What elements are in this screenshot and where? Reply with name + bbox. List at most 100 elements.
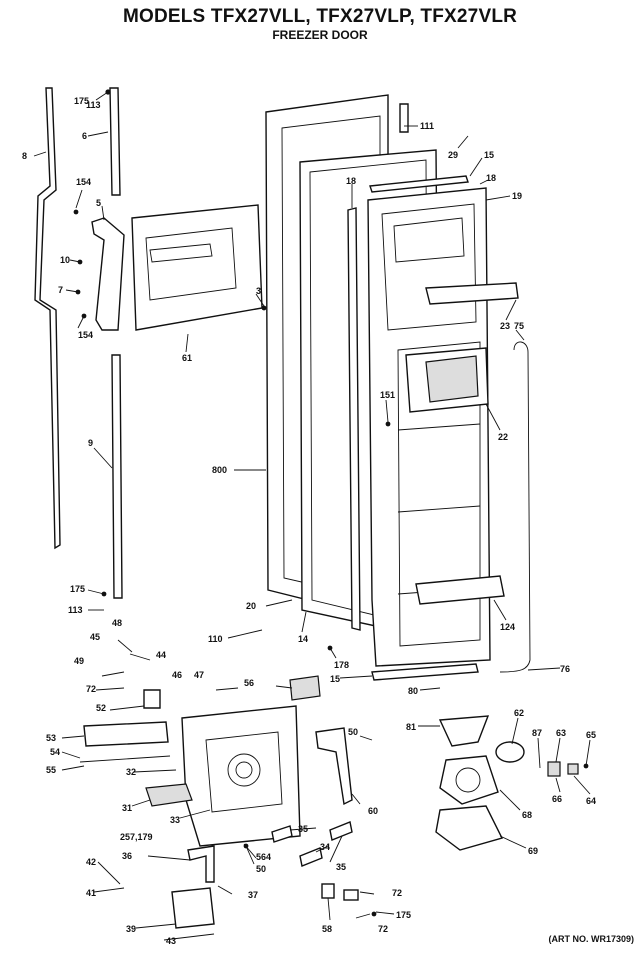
callout-61: 61 bbox=[182, 353, 193, 363]
part-35-pin-2 bbox=[329, 821, 353, 841]
callout-14: 14 bbox=[298, 634, 309, 644]
callout-154-b: 154 bbox=[78, 330, 94, 340]
callout-87: 87 bbox=[532, 728, 543, 738]
callout-15: 15 bbox=[484, 150, 495, 160]
part-68-fan-housing bbox=[439, 755, 499, 805]
part-39-box bbox=[171, 887, 215, 929]
callout-257-179: 257,179 bbox=[120, 832, 153, 842]
callout-56: 56 bbox=[244, 678, 255, 688]
callout-10: 10 bbox=[60, 255, 71, 265]
callout-110: 110 bbox=[208, 634, 223, 644]
part-64 bbox=[567, 763, 579, 775]
part-36-bracket bbox=[187, 845, 215, 883]
callout-53: 53 bbox=[46, 733, 57, 743]
callout-33: 33 bbox=[170, 815, 181, 825]
callout-8: 8 bbox=[22, 151, 28, 161]
callout-175-b: 175 bbox=[70, 584, 86, 594]
part-52 bbox=[143, 689, 161, 709]
callout-50: 50 bbox=[348, 727, 359, 737]
callout-19: 18 bbox=[486, 173, 497, 183]
callout-65: 65 bbox=[586, 730, 597, 740]
part-18-bar bbox=[347, 207, 361, 631]
callout-175-c: 175 bbox=[396, 910, 412, 920]
callout-29: 29 bbox=[448, 150, 459, 160]
callout-39: 39 bbox=[126, 924, 137, 934]
callout-18: 19 bbox=[512, 191, 523, 201]
callout-52: 52 bbox=[96, 703, 107, 713]
callout-37: 37 bbox=[248, 890, 259, 900]
callout-47: 47 bbox=[194, 670, 205, 680]
callout-43: 43 bbox=[166, 936, 177, 946]
callout-48: 48 bbox=[112, 618, 123, 628]
part-9-strip bbox=[111, 354, 123, 599]
part-61-panel bbox=[131, 204, 263, 331]
part-23-bar bbox=[425, 282, 519, 305]
part-56-motor bbox=[289, 675, 321, 701]
callout-41: 41 bbox=[86, 888, 97, 898]
callout-44: 44 bbox=[156, 650, 167, 660]
callout-80: 80 bbox=[408, 686, 419, 696]
art-number: (ART NO. WR17309) bbox=[548, 934, 634, 944]
part-62-disc bbox=[495, 741, 525, 763]
callout-20: 20 bbox=[246, 601, 257, 611]
callout-32: 32 bbox=[126, 767, 137, 777]
callout-62: 62 bbox=[514, 708, 525, 718]
callout-34: 34 bbox=[320, 842, 331, 852]
part-66 bbox=[547, 761, 561, 777]
callout-75: 75 bbox=[514, 321, 525, 331]
part-34-pin bbox=[299, 847, 323, 867]
callout-54: 54 bbox=[50, 747, 61, 757]
page-title: MODELS TFX27VLL, TFX27VLP, TFX27VLR bbox=[122, 6, 518, 27]
callout-15-b: 15 bbox=[330, 674, 341, 684]
callout-60: 60 bbox=[368, 806, 379, 816]
callout-178: 178 bbox=[334, 660, 350, 670]
callout-69: 69 bbox=[528, 846, 539, 856]
callout-22: 22 bbox=[498, 432, 509, 442]
part-35-pin bbox=[271, 825, 293, 843]
part-33-ice-mechanism bbox=[181, 705, 301, 847]
part-liner bbox=[367, 187, 491, 667]
callout-7: 7 bbox=[58, 285, 64, 295]
callout-63: 63 bbox=[556, 728, 567, 738]
callout-76: 76 bbox=[560, 664, 571, 674]
part-124-shelf bbox=[415, 575, 505, 605]
callout-72: 72 bbox=[86, 684, 97, 694]
callout-66: 66 bbox=[552, 794, 563, 804]
part-69-fan bbox=[435, 805, 504, 851]
callout-6: 6 bbox=[82, 131, 88, 141]
callout-68: 68 bbox=[522, 810, 533, 820]
callout-72-b: 72 bbox=[392, 888, 403, 898]
part-15-bottom-strip bbox=[371, 663, 479, 681]
callout-151: 151 bbox=[380, 390, 396, 400]
page-subtitle: FREEZER DOOR bbox=[272, 28, 368, 42]
callout-58: 58 bbox=[322, 924, 333, 934]
callout-111: 111 bbox=[420, 121, 435, 131]
part-72-bracket bbox=[343, 889, 359, 901]
part-81-cup bbox=[438, 715, 490, 747]
callout-64: 64 bbox=[586, 796, 597, 806]
part-60-bracket bbox=[315, 727, 353, 806]
callout-154: 154 bbox=[76, 177, 92, 187]
callout-18-b: 18 bbox=[346, 176, 357, 186]
callout-175: 175 bbox=[74, 96, 90, 106]
callout-800: 800 bbox=[212, 465, 228, 475]
callout-564: 564 bbox=[256, 852, 272, 862]
part-8-strip bbox=[34, 87, 61, 550]
part-31-grille bbox=[145, 783, 193, 807]
callout-31: 31 bbox=[122, 803, 133, 813]
part-58 bbox=[321, 883, 335, 899]
part-75-wire bbox=[499, 341, 531, 673]
callout-81: 81 bbox=[406, 722, 417, 732]
callout-42: 42 bbox=[86, 857, 97, 867]
callout-46: 46 bbox=[172, 670, 183, 680]
callout-49: 49 bbox=[74, 656, 85, 666]
callout-113: 113 bbox=[86, 100, 101, 110]
callout-3: 3 bbox=[256, 286, 262, 296]
callout-35-b: 35 bbox=[336, 862, 347, 872]
callout-9: 9 bbox=[88, 438, 94, 448]
callout-5: 5 bbox=[96, 198, 102, 208]
part-5-handle bbox=[91, 217, 125, 331]
callout-45: 45 bbox=[90, 632, 101, 642]
part-6-strip bbox=[109, 87, 121, 196]
